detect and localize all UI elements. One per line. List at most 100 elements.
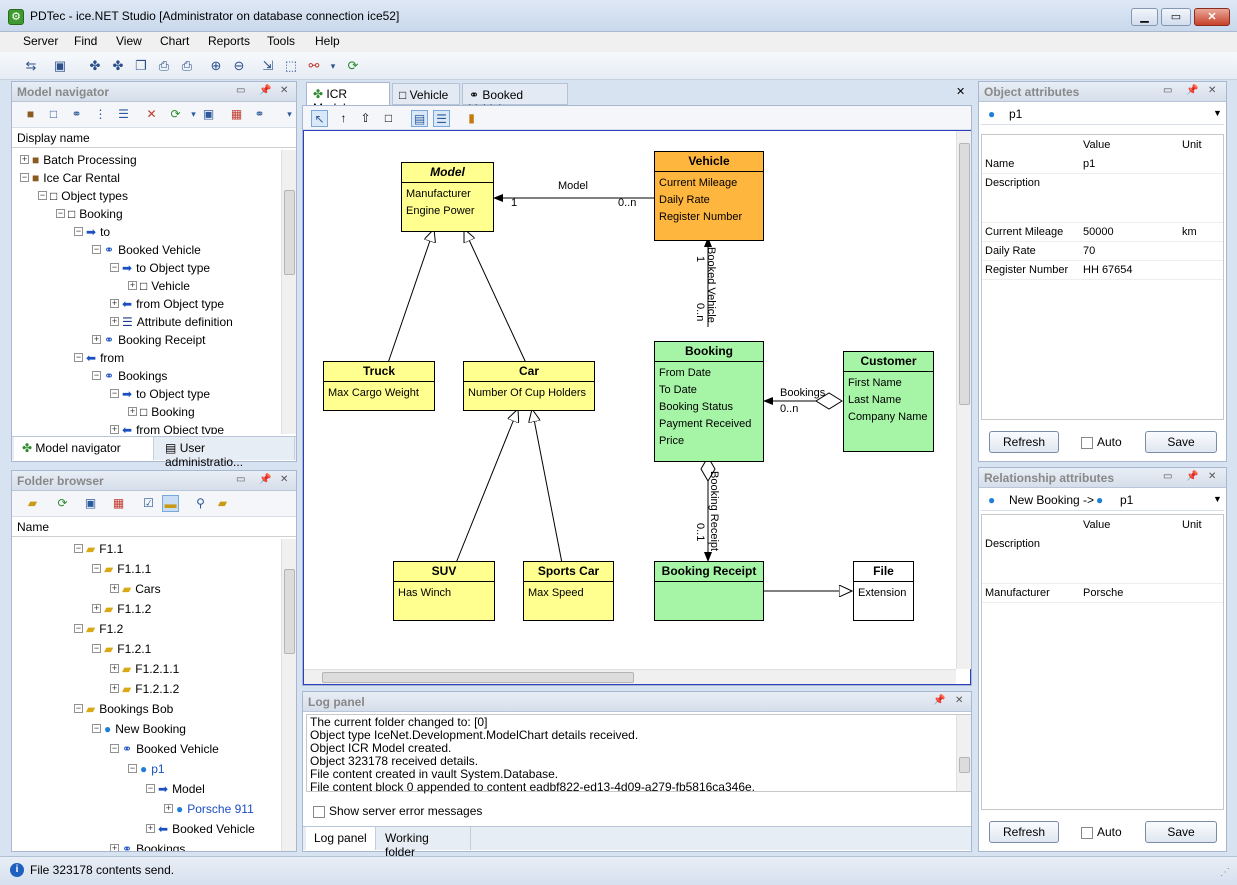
horizontal-scrollbar[interactable] xyxy=(304,669,956,684)
attribute-row[interactable]: Description xyxy=(982,535,1223,584)
tree-expander[interactable]: − xyxy=(56,208,65,218)
class-booking-receipt[interactable]: Booking Receipt xyxy=(654,561,764,621)
menu-view[interactable]: View xyxy=(116,34,142,48)
relationship-selector[interactable]: ● New Booking -> ● p1 ▼ xyxy=(981,489,1224,511)
attributes-icon[interactable]: ▤ xyxy=(411,110,428,127)
pin-icon[interactable]: 📌 xyxy=(259,474,272,485)
attribute-value[interactable]: 50000 xyxy=(1083,226,1114,238)
tree-expander[interactable]: − xyxy=(92,244,101,254)
folder-search-icon[interactable]: ▰ xyxy=(217,496,228,510)
tree-item[interactable]: ▰F1.1 xyxy=(86,540,123,558)
scrollbar[interactable] xyxy=(281,539,296,851)
checkbox-box[interactable] xyxy=(1081,826,1093,839)
scroll-thumb[interactable] xyxy=(959,757,970,773)
menu-chart[interactable]: Chart xyxy=(160,34,190,48)
pin-icon[interactable]: 📌 xyxy=(933,695,946,706)
column-header[interactable]: Name xyxy=(12,517,296,537)
pin-icon[interactable]: 📌 xyxy=(259,85,272,96)
checkbox-box[interactable] xyxy=(313,805,325,818)
pointer-icon[interactable]: ↖ xyxy=(311,110,328,127)
menu-tools[interactable]: Tools xyxy=(267,34,296,48)
tree-expander[interactable]: − xyxy=(110,388,119,398)
vertical-scrollbar[interactable] xyxy=(956,131,971,669)
tree-expander[interactable]: − xyxy=(92,563,101,573)
tree-item[interactable]: ■Ice Car Rental xyxy=(32,169,120,187)
tree-expander[interactable]: − xyxy=(74,543,83,553)
tree-expander[interactable]: + xyxy=(110,583,119,593)
scroll-thumb[interactable] xyxy=(322,672,634,683)
connect-icon[interactable]: ⇆ xyxy=(25,58,37,73)
attribute-value[interactable]: Porsche xyxy=(1083,587,1124,599)
tree-item[interactable]: ▰F1.2 xyxy=(86,620,123,638)
close-button[interactable]: ✕ xyxy=(1194,8,1230,26)
tab-booked-vehicle[interactable]: ⚭ Booked Vehicle xyxy=(462,83,568,116)
tree-expander[interactable]: − xyxy=(110,262,119,272)
scroll-thumb[interactable] xyxy=(959,143,970,405)
close-icon[interactable]: ✕ xyxy=(280,85,289,96)
tree-expander[interactable]: + xyxy=(164,803,173,813)
tree-expander[interactable]: + xyxy=(110,316,119,326)
window-icon[interactable]: ▣ xyxy=(84,496,97,510)
tree-expander[interactable]: + xyxy=(110,424,119,434)
tree-expander[interactable]: + xyxy=(92,603,101,613)
tab-working-folder[interactable]: Working folder xyxy=(377,827,471,859)
pin-icon[interactable]: 📌 xyxy=(1186,471,1199,482)
chevron-down-icon[interactable]: ▼ xyxy=(1213,108,1222,118)
model-add-icon[interactable]: ✤ xyxy=(89,58,101,73)
class-suv[interactable]: SUV Has Winch xyxy=(393,561,495,621)
menu-reports[interactable]: Reports xyxy=(208,34,251,48)
tree-expander[interactable]: + xyxy=(110,663,119,673)
maximize-button[interactable]: ▭ xyxy=(1161,8,1191,26)
class-box-icon[interactable]: □ xyxy=(384,111,393,125)
list-icon[interactable]: ☰ xyxy=(433,110,450,127)
tree-item[interactable]: ●p1 xyxy=(140,760,165,778)
tree-item[interactable]: ⚭Bookings xyxy=(122,840,185,851)
window-position-icon[interactable]: ▭ xyxy=(236,85,246,96)
attribute-value[interactable]: 70 xyxy=(1083,245,1096,257)
tree-item[interactable]: ▰F1.2.1 xyxy=(104,640,151,658)
tab-log-panel[interactable]: Log panel xyxy=(306,827,376,850)
resize-grip-icon[interactable]: ⋰ xyxy=(1220,867,1230,878)
window-position-icon[interactable]: ▭ xyxy=(1163,85,1173,96)
tree-expander[interactable]: + xyxy=(110,843,119,851)
chevron-down-icon[interactable]: ▾ xyxy=(287,109,292,119)
tree-item[interactable]: ▰Bookings Bob xyxy=(86,700,173,718)
window-icon[interactable]: ▣ xyxy=(53,58,67,73)
column-header[interactable]: Display name xyxy=(12,128,296,148)
save-button[interactable]: Save xyxy=(1145,431,1217,453)
tree-item[interactable]: ⚭Bookings xyxy=(104,367,167,385)
tree-item[interactable]: ▰Cars xyxy=(122,580,161,598)
tab-user-administration[interactable]: ▤ User administratio... xyxy=(157,437,295,469)
link-icon[interactable]: ⚭ xyxy=(71,107,82,121)
auto-checkbox[interactable]: Auto xyxy=(1081,825,1122,839)
tree-item[interactable]: ➡Model xyxy=(158,780,205,798)
tree-expander[interactable]: + xyxy=(110,298,119,308)
tree-item[interactable]: ⬅Booked Vehicle xyxy=(158,820,255,838)
grid-icon[interactable]: ▦ xyxy=(112,496,125,510)
folder-icon[interactable]: ▬ xyxy=(162,495,179,512)
box-icon[interactable]: □ xyxy=(49,107,58,121)
checklist-icon[interactable]: ☑ xyxy=(143,496,154,510)
refresh-icon[interactable]: ⟳ xyxy=(57,496,68,510)
close-icon[interactable]: ✕ xyxy=(280,474,289,485)
tree-item[interactable]: ●Porsche 911 xyxy=(176,800,254,818)
chevron-down-icon[interactable]: ▾ xyxy=(191,109,196,119)
tree-item[interactable]: ■Batch Processing xyxy=(32,151,137,169)
tree-expander[interactable]: − xyxy=(92,723,101,733)
search-icon[interactable]: ⚲ xyxy=(196,496,205,510)
attribute-row[interactable]: Description xyxy=(982,174,1223,223)
class-car[interactable]: Car Number Of Cup Holders xyxy=(463,361,595,411)
copy-icon[interactable]: ❐ xyxy=(135,58,147,73)
tree-expander[interactable]: − xyxy=(74,352,83,362)
layout-icon[interactable]: ⚯ xyxy=(308,58,320,73)
inherit-arrow-icon[interactable]: ⇧ xyxy=(360,111,371,125)
arrow-up-icon[interactable]: ↑ xyxy=(340,111,347,125)
tree-expander[interactable]: − xyxy=(92,370,101,380)
export-icon[interactable]: ⇲ xyxy=(262,58,274,73)
tree-item[interactable]: ⬅from xyxy=(86,349,124,367)
tree-expander[interactable]: − xyxy=(146,783,155,793)
tree-expander[interactable]: − xyxy=(74,623,83,633)
